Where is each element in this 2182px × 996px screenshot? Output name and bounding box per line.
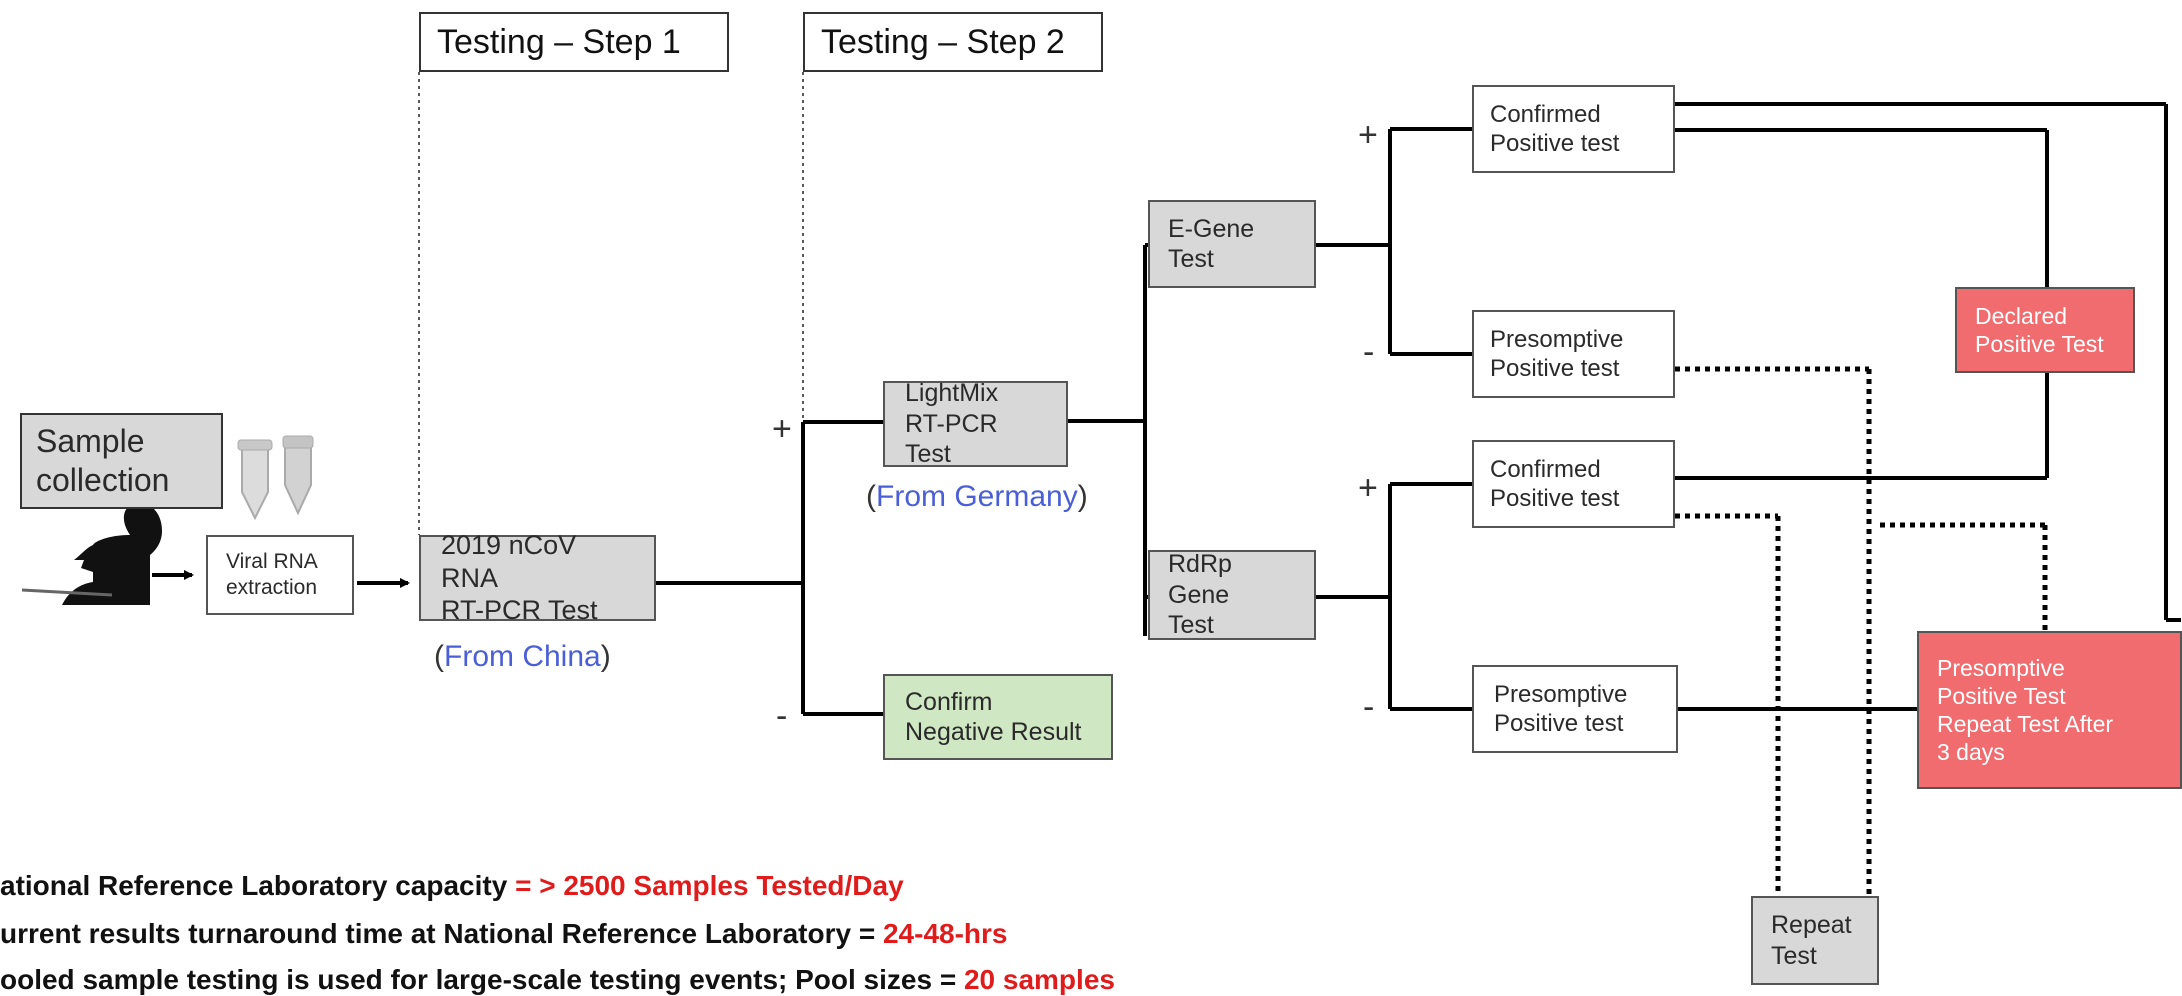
ncov-rna-rt-pcr-test-box: 2019 nCoV RNA RT-PCR Test	[419, 530, 656, 625]
declared-positive-test-box: Declared Positive Test	[1955, 287, 2135, 373]
presumptive-positive-test-box-egene: Presomptive Positive test	[1472, 310, 1675, 398]
lightmix-rt-pcr-test-box: LightMix RT-PCR Test	[883, 379, 1068, 468]
footnote-pooled-testing: ooled sample testing is used for large-s…	[0, 964, 1115, 995]
rdrp-minus-sign: -	[1363, 688, 1375, 726]
origin-china: (From China)	[434, 640, 611, 673]
e-gene-test-box: E-Gene Test	[1148, 200, 1316, 288]
solid-flow-lines	[152, 102, 2181, 716]
egene-plus-sign: +	[1358, 116, 1378, 154]
confirmed-positive-test-box-egene: Confirmed Positive test	[1472, 85, 1675, 173]
footnote-turnaround: urrent results turnaround time at Nation…	[0, 918, 1008, 949]
step2-minus-sign: -	[776, 697, 788, 735]
footnote-capacity: ational Reference Laboratory capacity = …	[0, 870, 904, 901]
origin-germany: (From Germany)	[866, 480, 1088, 513]
egene-minus-sign: -	[1363, 333, 1375, 371]
confirm-negative-result-box: Confirm Negative Result	[883, 674, 1113, 760]
sample-tubes-icon	[237, 435, 314, 521]
dotted-repeat-lines	[1675, 366, 2048, 896]
step-2-header: Testing – Step 2	[803, 12, 1103, 72]
step2-plus-sign: +	[772, 410, 792, 448]
confirmed-positive-test-box-rdrp: Confirmed Positive test	[1472, 440, 1675, 528]
presumptive-positive-test-box-rdrp: Presomptive Positive test	[1472, 665, 1678, 753]
viral-rna-extraction-box: Viral RNA extraction	[206, 535, 354, 615]
repeat-test-box: Repeat Test	[1751, 896, 1879, 985]
step-1-header: Testing – Step 1	[419, 12, 729, 72]
presumptive-positive-repeat-after-3-days-box: Presomptive Positive Test Repeat Test Af…	[1917, 631, 2182, 789]
rdrp-gene-test-box: RdRp Gene Test	[1148, 550, 1316, 640]
step-guide-lines	[418, 72, 804, 535]
rdrp-plus-sign: +	[1358, 469, 1378, 507]
sample-collection-label: Sample collection	[20, 413, 223, 509]
person-swab-icon	[21, 503, 162, 605]
